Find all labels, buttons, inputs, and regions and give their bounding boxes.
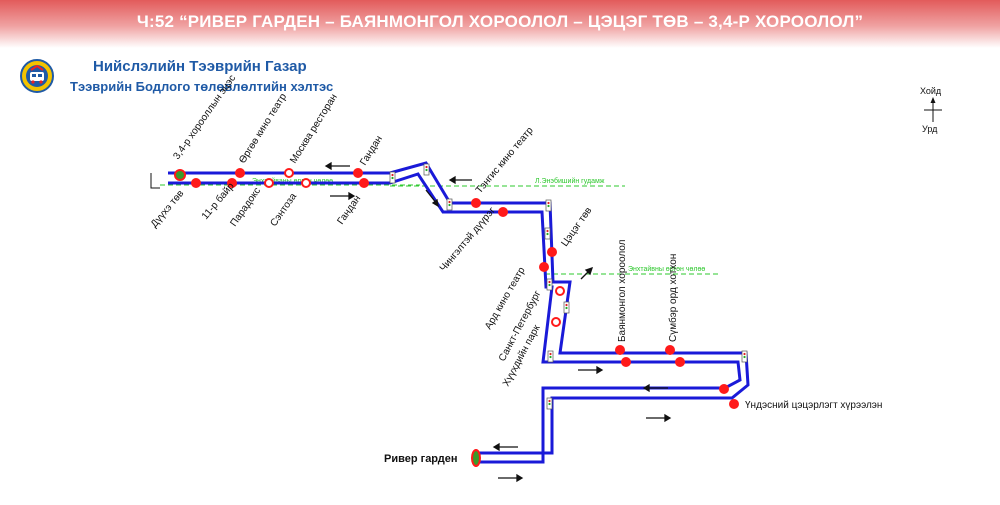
stop-label-s11: Чингэлтэй дүүрэг xyxy=(438,205,498,274)
route-outbound-path xyxy=(168,161,750,455)
stop-marker xyxy=(539,262,549,272)
start-bracket-icon xyxy=(150,173,160,189)
stop-label-s3: 11-р байр xyxy=(199,180,237,222)
stop-label-s12: Цэцэг төв xyxy=(559,205,594,248)
stop-label-s16: Баянмонгол хороолол xyxy=(617,239,628,342)
direction-arrow-icon xyxy=(642,383,668,393)
street-label-enkhtaivan-2: Энхтайвны өргөн чөлөө xyxy=(628,265,705,273)
organization-name: Нийслэлийн Тээврийн Газар xyxy=(93,58,307,75)
stop-marker-hollow xyxy=(301,178,311,188)
stop-marker xyxy=(615,345,625,355)
traffic-light-icon xyxy=(545,199,552,212)
stop-marker xyxy=(471,198,481,208)
stop-marker xyxy=(719,384,729,394)
traffic-light-icon xyxy=(563,301,570,314)
route-return-path xyxy=(168,172,742,464)
traffic-light-icon xyxy=(741,350,748,363)
stop-label-s18: Үндэсний цэцэрлэгт хүрээлэн xyxy=(745,400,882,411)
direction-arrow-icon xyxy=(425,189,439,208)
compass-north-label: Хойд xyxy=(920,86,942,96)
direction-arrow-icon xyxy=(646,413,672,423)
stop-marker xyxy=(359,178,369,188)
stop-marker xyxy=(227,178,237,188)
stop-label-s4: Өргөө кино театр xyxy=(237,91,289,165)
stop-label-s6: Москва ресторан xyxy=(288,92,340,165)
direction-arrow-icon xyxy=(448,175,472,185)
direction-arrow-icon xyxy=(580,266,594,280)
traffic-light-icon xyxy=(423,163,430,176)
route-header-banner: Ч:52 “РИВЕР ГАРДЕН – БАЯНМОНГОЛ ХОРООЛОЛ… xyxy=(0,0,1000,48)
terminal-stop-marker xyxy=(471,449,481,467)
traffic-light-icon xyxy=(546,397,553,410)
compass-south-label: Урд xyxy=(922,124,938,134)
compass-cross-icon xyxy=(924,97,942,122)
stop-marker-hollow xyxy=(551,317,561,327)
stop-label-s7: Сэнтоза xyxy=(268,191,299,229)
department-name: Тээврийн Бодлого төлөвлөлтийн хэлтэс xyxy=(70,79,334,94)
organization-logo-icon xyxy=(20,59,54,93)
stop-label-s19: Ривер гарден xyxy=(384,453,458,465)
traffic-light-icon xyxy=(544,227,551,240)
stop-marker xyxy=(675,357,685,367)
stop-marker xyxy=(191,178,201,188)
direction-arrow-icon xyxy=(330,191,356,201)
stop-label-s5: Парадокс xyxy=(228,186,263,229)
traffic-light-icon xyxy=(389,171,396,184)
stop-marker xyxy=(235,168,245,178)
stop-marker xyxy=(547,247,557,257)
stop-label-s17: Сүмбэр орд хотхон xyxy=(667,254,679,342)
stop-marker xyxy=(353,168,363,178)
traffic-light-icon xyxy=(446,198,453,211)
traffic-light-icon xyxy=(546,278,553,291)
stop-label-s8: Гандан xyxy=(358,134,385,168)
traffic-light-icon xyxy=(547,350,554,363)
street-label-enebish: Л.Энэбишийн гудамж xyxy=(535,177,605,185)
stop-label-s10: Тэнгис кино театр xyxy=(474,125,536,196)
stop-label-s2: Дүүхэ төв xyxy=(149,188,186,230)
direction-arrow-icon xyxy=(498,473,524,483)
stop-marker xyxy=(498,207,508,217)
direction-arrow-icon xyxy=(578,365,604,375)
direction-arrow-icon xyxy=(324,161,350,171)
stop-marker-hollow xyxy=(555,286,565,296)
street-label-enkhtaivan-1: Энхтайваны өргөн чөлөө xyxy=(252,177,333,185)
stop-label-s1: 3,4-р хорооллын эцэс xyxy=(171,73,238,162)
stop-marker xyxy=(729,399,739,409)
stop-marker xyxy=(665,345,675,355)
stop-marker-hollow xyxy=(284,168,294,178)
direction-arrow-icon xyxy=(492,442,518,452)
route-title: Ч:52 “РИВЕР ГАРДЕН – БАЯНМОНГОЛ ХОРООЛОЛ… xyxy=(136,12,864,31)
compass-rose: Хойд Урд xyxy=(915,86,951,136)
terminal-stop-marker xyxy=(174,169,186,181)
stop-marker-hollow xyxy=(264,178,274,188)
stop-marker xyxy=(621,357,631,367)
